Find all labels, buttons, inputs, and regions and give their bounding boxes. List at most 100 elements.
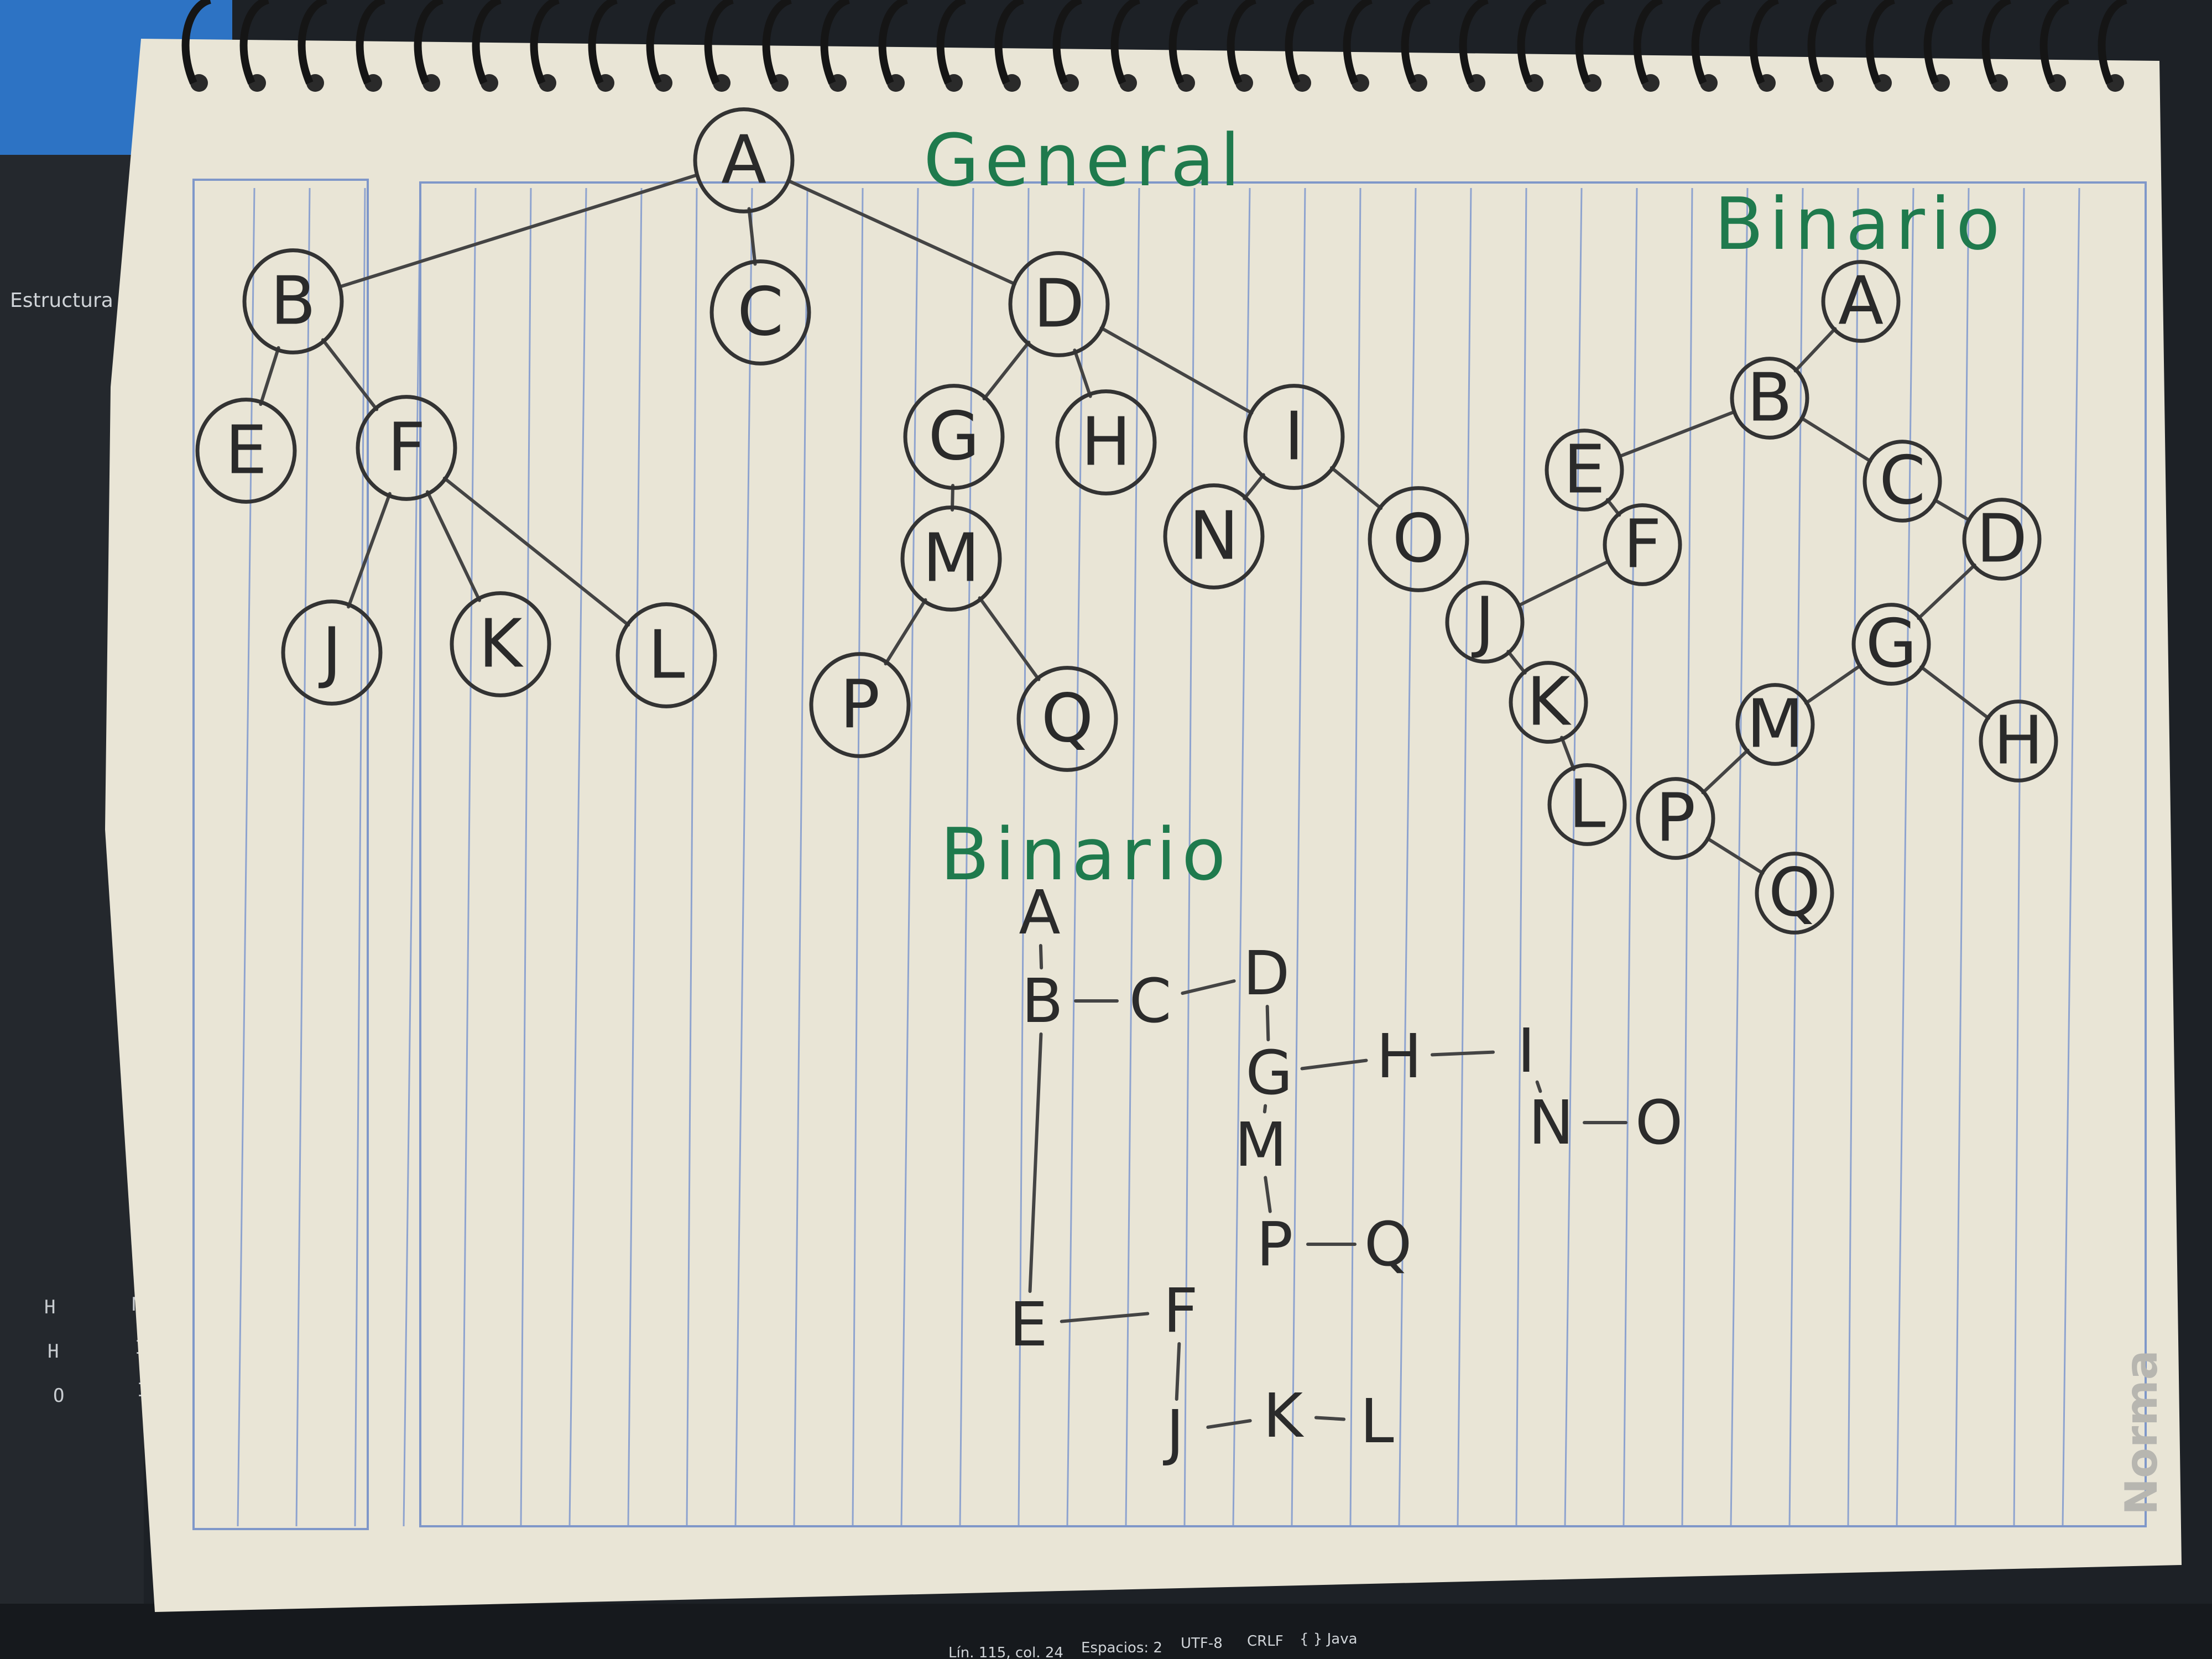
ruled-line bbox=[1349, 187, 1361, 1527]
ruled-line bbox=[354, 187, 366, 1527]
binding-coil bbox=[1343, 0, 1373, 85]
lcrs-edge-d-g bbox=[1265, 1004, 1270, 1042]
lcrs-edge-c-d bbox=[1181, 979, 1236, 995]
binary-node-m: M bbox=[1735, 683, 1815, 766]
ruled-line bbox=[793, 187, 808, 1527]
general-node-label: K bbox=[479, 606, 524, 683]
binding-coil bbox=[356, 0, 386, 85]
general-edge-a-d bbox=[786, 179, 1016, 286]
brand-logo: Norma bbox=[2116, 1350, 2167, 1515]
ruled-line bbox=[686, 187, 698, 1527]
lcrs-node-f: F bbox=[1163, 1275, 1198, 1346]
lcrs-node-d: D bbox=[1243, 938, 1290, 1009]
ruled-line bbox=[461, 187, 477, 1527]
binary-node-a: A bbox=[1821, 260, 1901, 343]
lcrs-node-label: Q bbox=[1364, 1209, 1412, 1280]
general-node-e: E bbox=[195, 398, 297, 504]
binary-node-label: B bbox=[1747, 360, 1792, 437]
ruled-line bbox=[1896, 187, 1914, 1527]
general-node-label: B bbox=[270, 263, 316, 340]
spiral-binding bbox=[181, 0, 2128, 92]
ruled-line bbox=[568, 187, 587, 1527]
binding-coil bbox=[181, 0, 212, 85]
binary-edge-p-q bbox=[1705, 837, 1765, 875]
binary-node-label: H bbox=[1994, 703, 2043, 780]
lcrs-node-label: P bbox=[1256, 1209, 1293, 1280]
lcrs-node-label: G bbox=[1245, 1037, 1292, 1108]
binary-node-label: K bbox=[1527, 664, 1572, 741]
general-node-circle bbox=[281, 599, 383, 706]
binding-coil bbox=[1168, 0, 1199, 85]
binding-coil bbox=[1691, 0, 1721, 85]
general-node-circle bbox=[242, 248, 344, 354]
binary-node-e: E bbox=[1545, 429, 1624, 512]
general-node-label: D bbox=[1034, 266, 1084, 343]
binary-node-g: G bbox=[1851, 603, 1931, 686]
ruled-line bbox=[1183, 187, 1196, 1527]
lcrs-node-label: J bbox=[1163, 1397, 1184, 1468]
binary-node-label: F bbox=[1623, 507, 1661, 583]
binary-node-circle bbox=[1735, 683, 1815, 766]
lcrs-edge-h-i bbox=[1430, 1050, 1495, 1057]
general-node-label: O bbox=[1392, 501, 1444, 578]
title-binario-center: Binario bbox=[940, 812, 1231, 896]
general-node-circle bbox=[903, 384, 1005, 490]
general-edge-b-f bbox=[321, 338, 379, 411]
binary-node-label: D bbox=[1976, 501, 2027, 578]
lcrs-node-l: L bbox=[1360, 1386, 1394, 1457]
general-node-label: H bbox=[1081, 404, 1131, 481]
binding-coil bbox=[994, 0, 1025, 85]
ruled-line bbox=[1066, 187, 1085, 1527]
binary-node-circle bbox=[1979, 700, 2058, 782]
binary-node-label: P bbox=[1656, 780, 1695, 857]
lcrs-edge-b-e bbox=[1028, 1032, 1043, 1293]
lcrs-node-e: E bbox=[1009, 1289, 1048, 1360]
general-edge-a-c bbox=[747, 207, 757, 266]
binary-node-label: A bbox=[1838, 263, 1884, 340]
ruled-line bbox=[1515, 187, 1527, 1527]
binary-node-circle bbox=[1509, 661, 1588, 744]
grid-letter: H bbox=[48, 1340, 59, 1363]
lcrs-node-label: E bbox=[1009, 1289, 1048, 1360]
ruled-line bbox=[2062, 187, 2080, 1527]
status-item: { } Java bbox=[1300, 1631, 1358, 1647]
lcrs-edge-i-n bbox=[1535, 1080, 1542, 1093]
lcrs-node-label: K bbox=[1263, 1380, 1305, 1451]
binary-edge-c-d bbox=[1933, 498, 1971, 522]
lcrs-node-a: A bbox=[1019, 877, 1060, 948]
binding-coil bbox=[1227, 0, 1257, 85]
binary-node-circle bbox=[1603, 503, 1682, 586]
lcrs-node-label: H bbox=[1376, 1021, 1422, 1092]
notebook-page bbox=[105, 39, 2182, 1612]
ruled-line bbox=[900, 187, 919, 1527]
lcrs-node-b: B bbox=[1021, 966, 1063, 1036]
general-node-circle bbox=[1368, 486, 1469, 592]
ruled-line bbox=[403, 187, 421, 1527]
binding-coil bbox=[1749, 0, 1780, 85]
binding-coil bbox=[762, 0, 792, 85]
general-node-q: Q bbox=[1016, 666, 1118, 772]
general-node-label: L bbox=[648, 617, 685, 694]
binding-coil bbox=[414, 0, 444, 85]
binary-node-j: J bbox=[1445, 581, 1525, 664]
general-node-label: J bbox=[318, 614, 341, 691]
binding-coil bbox=[646, 0, 676, 85]
lcrs-node-q: Q bbox=[1364, 1209, 1412, 1280]
binary-node-label: L bbox=[1569, 766, 1606, 843]
binding-coil bbox=[878, 0, 909, 85]
grid-letter: H bbox=[44, 1296, 55, 1318]
general-node-m: M bbox=[900, 505, 1002, 612]
binary-edge-g-m bbox=[1804, 664, 1863, 705]
general-edge-m-p bbox=[884, 598, 927, 666]
binding-coil bbox=[530, 0, 560, 85]
binary-node-circle bbox=[1821, 260, 1901, 343]
general-node-label: G bbox=[928, 399, 980, 476]
binding-coil bbox=[1865, 0, 1896, 85]
lcrs-node-label: B bbox=[1021, 966, 1063, 1036]
ruled-line bbox=[1564, 187, 1583, 1527]
binary-node-circle bbox=[1636, 777, 1715, 860]
binding-coil bbox=[1807, 0, 1838, 85]
binary-edge-g-h bbox=[1919, 665, 1990, 720]
